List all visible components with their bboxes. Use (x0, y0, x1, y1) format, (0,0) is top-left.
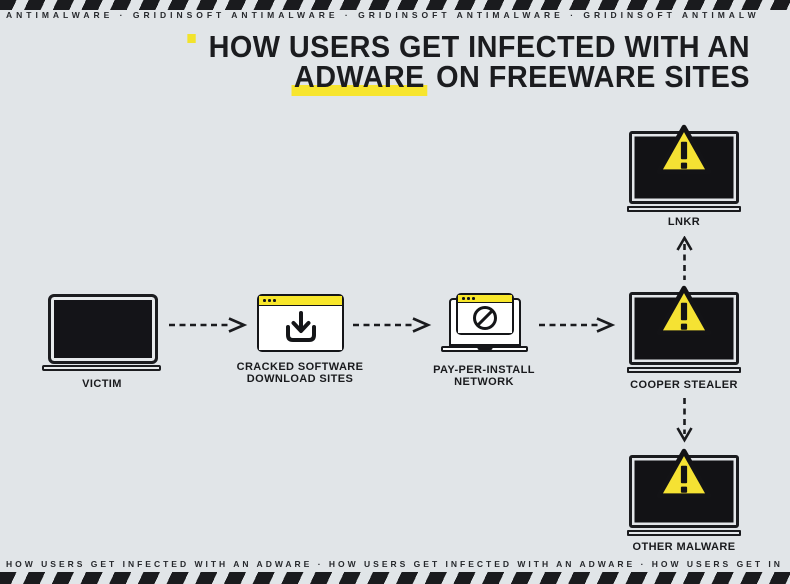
browser-body (458, 303, 512, 333)
warning-triangle-icon (656, 285, 712, 336)
window-dot-icon (273, 299, 276, 302)
ppi-laptop-base (441, 346, 528, 352)
victim-laptop-icon (48, 294, 158, 364)
download-icon (285, 311, 316, 342)
laptop-notch (477, 347, 492, 350)
browser-titlebar (458, 295, 512, 303)
cooper-stealer-label: COOPER STEALER (630, 379, 738, 391)
browser-body (259, 306, 342, 350)
dashed-arrow-right-icon (539, 317, 616, 333)
cracked-software-label-line1: CRACKED SOFTWARE (236, 361, 364, 373)
cracked-software-label-line2: DOWNLOAD SITES (246, 373, 354, 385)
cracked-software-label: CRACKED SOFTWARE DOWNLOAD SITES (225, 361, 375, 385)
window-dot-icon (268, 299, 271, 302)
other-malware-laptop-warning-icon (627, 448, 741, 536)
window-dot-icon (462, 297, 465, 300)
dashed-arrow-right-icon (169, 317, 248, 333)
hazard-stripe-bottom (0, 572, 790, 584)
title-line-1-text: HOW USERS GET INFECTED WITH AN (208, 29, 751, 64)
other-malware-label: OTHER MALWARE (632, 541, 736, 553)
warning-triangle-icon (656, 448, 712, 499)
lnkr-laptop-warning-icon (627, 124, 741, 212)
title-highlighted-word: ADWARE (291, 59, 428, 96)
laptop-base (627, 206, 741, 212)
warning-triangle-icon (656, 124, 712, 175)
title-line-2: ADWARE ON FREEWARE SITES (99, 59, 750, 96)
title-line-1: HOW USERS GET INFECTED WITH AN (99, 29, 751, 64)
lnkr-label: LNKR (667, 216, 701, 228)
hazard-stripe-top (0, 0, 790, 10)
yellow-square-bullet-icon (187, 34, 196, 43)
cracked-software-browser-icon (257, 294, 344, 352)
ppi-label-line2: NETWORK (454, 376, 514, 388)
dashed-arrow-right-icon (353, 317, 432, 333)
browser-titlebar (259, 296, 342, 306)
victim-label: VICTIM (82, 378, 122, 390)
dashed-arrow-up-icon (676, 236, 693, 280)
window-dot-icon (263, 299, 266, 302)
window-dot-icon (467, 297, 470, 300)
laptop-base (627, 367, 741, 373)
ppi-browser-icon (456, 293, 514, 335)
title-line-2-text: ON FREEWARE SITES (427, 59, 750, 94)
window-dot-icon (472, 297, 475, 300)
top-banner-text: ANTIMALWARE · GRIDINSOFT ANTIMALWARE · G… (6, 10, 760, 20)
victim-laptop-base (42, 365, 161, 371)
dashed-arrow-down-icon (676, 398, 693, 443)
blocked-icon (473, 306, 497, 330)
bottom-banner-text: HOW USERS GET INFECTED WITH AN ADWARE · … (6, 559, 783, 569)
cooper-stealer-laptop-warning-icon (627, 285, 741, 373)
ppi-label-line1: PAY-PER-INSTALL (433, 364, 535, 376)
page-title: HOW USERS GET INFECTED WITH AN ADWARE ON… (99, 29, 751, 96)
laptop-base (627, 530, 741, 536)
ppi-label: PAY-PER-INSTALL NETWORK (409, 364, 559, 388)
